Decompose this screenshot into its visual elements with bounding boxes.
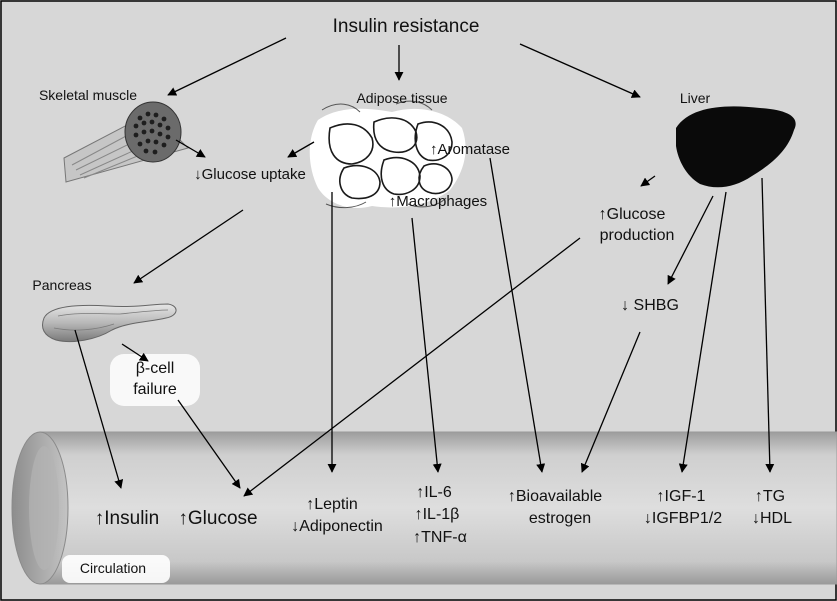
label-tg: ↑TG	[755, 488, 785, 505]
label-adiponectin: ↓Adiponectin	[291, 518, 383, 535]
label-igf1: ↑IGF-1	[657, 488, 706, 505]
label-skeletal-muscle: Skeletal muscle	[39, 87, 137, 103]
beta-cell-box	[110, 354, 200, 406]
label-tnfa: ↑TNF-α	[413, 529, 467, 546]
arrows	[74, 37, 775, 497]
label-insulin: ↑Insulin	[95, 508, 159, 529]
label-glucose-uptake: ↓Glucose uptake	[194, 166, 306, 183]
label-beta-cell-line1: β-cell	[136, 360, 175, 377]
label-adipose-tissue: Adipose tissue	[356, 90, 447, 106]
blood-vessel-illustration	[11, 431, 837, 585]
liver-illustration	[676, 106, 796, 188]
label-aromatase: ↑Aromatase	[430, 141, 510, 158]
label-leptin: ↑Leptin	[306, 496, 358, 513]
label-il6: ↑IL-6	[416, 484, 452, 501]
label-il1b: ↑IL-1β	[415, 506, 460, 523]
label-igfbp: ↓IGFBP1/2	[644, 510, 722, 527]
label-circulation: Circulation	[80, 560, 146, 576]
label-pancreas: Pancreas	[32, 277, 91, 293]
skeletal-muscle-illustration	[63, 101, 189, 183]
label-shbg: ↓ SHBG	[621, 297, 679, 314]
diagram-title: Insulin resistance	[333, 16, 480, 37]
adipose-tissue-illustration	[309, 100, 466, 209]
label-glucose: ↑Glucose	[178, 508, 257, 529]
label-glucose-production-line1: ↑Glucose	[599, 206, 666, 223]
label-macrophages: ↑Macrophages	[389, 193, 487, 210]
label-glucose-production-line2: production	[600, 227, 675, 244]
label-estrogen: estrogen	[529, 510, 591, 527]
label-hdl: ↓HDL	[752, 510, 792, 527]
label-beta-cell-line2: failure	[133, 381, 177, 398]
label-bioavailable: ↑Bioavailable	[508, 488, 602, 505]
label-liver: Liver	[680, 90, 711, 106]
